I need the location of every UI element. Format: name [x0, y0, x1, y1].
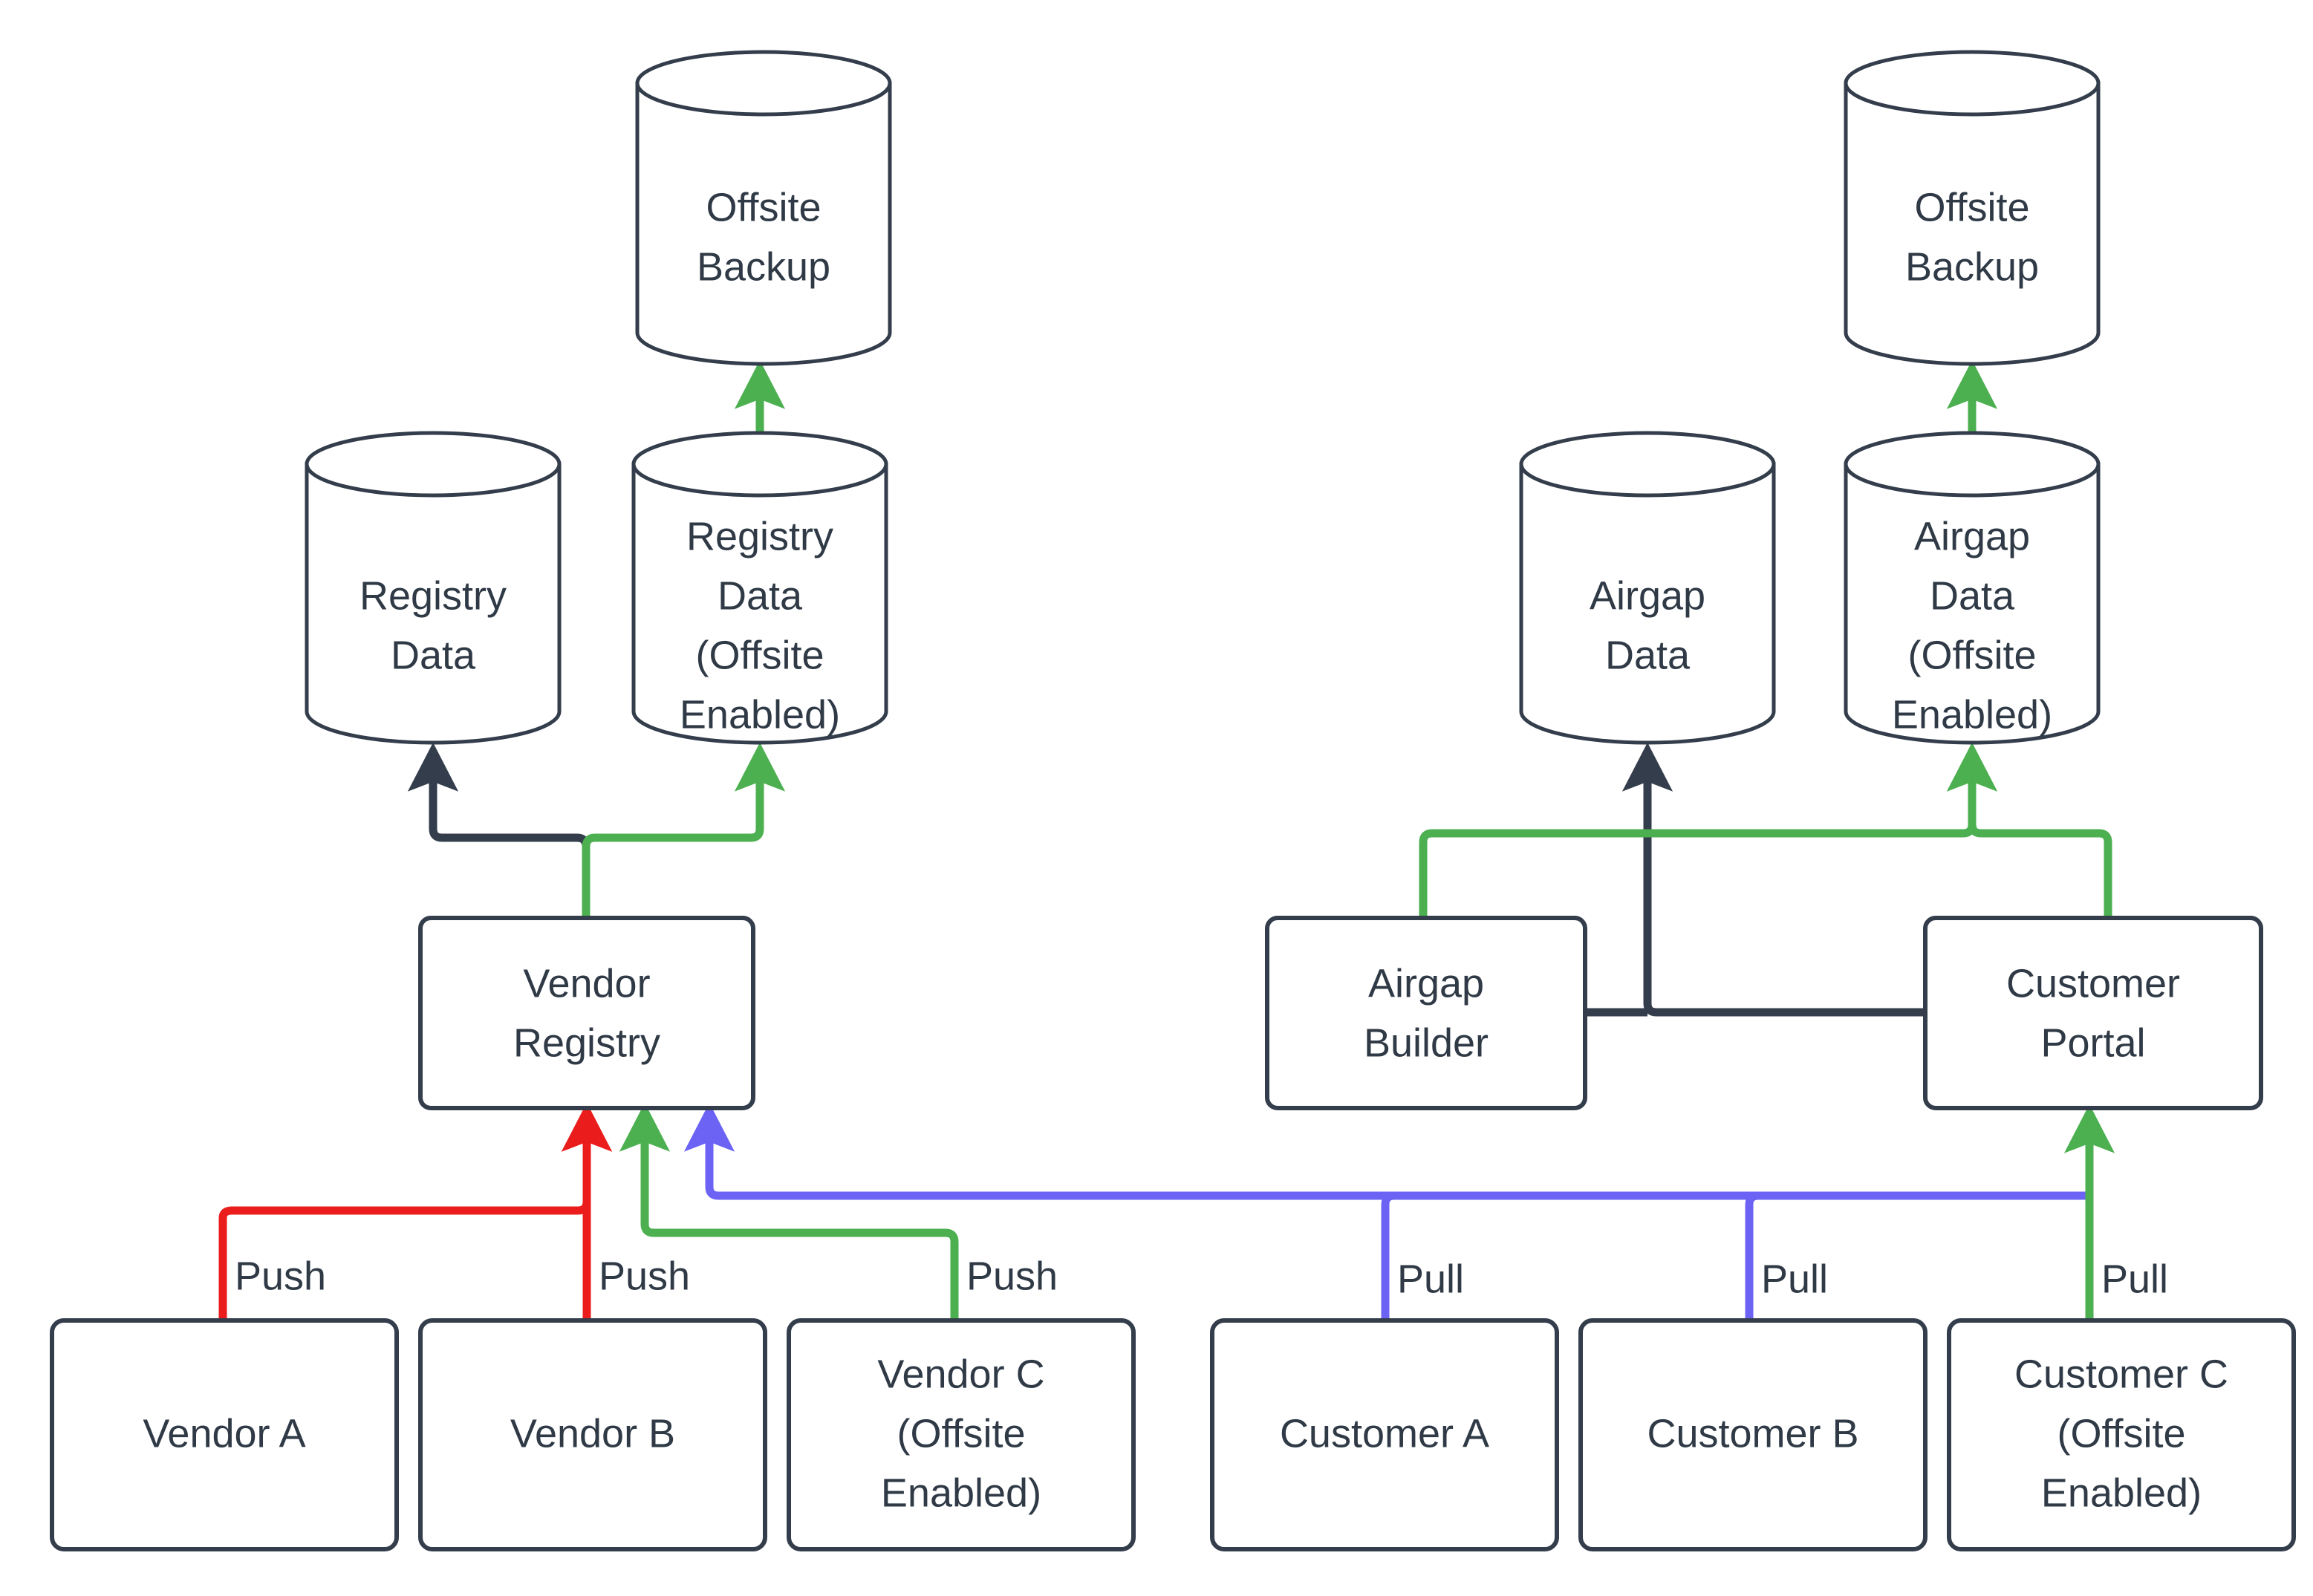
customer-portal-label-line1: Customer: [2006, 961, 2180, 1006]
registry-data-label-line1: Registry: [360, 573, 507, 618]
edge-customer-a-to-customer-portal: [1381, 1191, 2089, 1320]
edge-vendor-registry-to-registry-data: [407, 742, 591, 916]
registry-data-offsite-label-line1: Registry: [686, 514, 833, 558]
edge-label-customer-c-pull: Pull: [2101, 1257, 2168, 1301]
airgap-builder-label-line1: Airgap: [1368, 961, 1484, 1006]
edge-label-vendor-c-push: Push: [966, 1254, 1058, 1298]
node-offsite-backup-right: [1844, 50, 2101, 366]
airgap-data-offsite-label-line2: Data: [1930, 573, 2015, 618]
node-airgap-data-offsite: [1844, 431, 2101, 745]
node-vendor-registry: [418, 916, 755, 1110]
vendor-a-label: Vendor A: [143, 1411, 305, 1456]
vendor-c-label-line3: Enabled): [881, 1470, 1041, 1515]
node-customer-c: [1947, 1318, 2296, 1551]
edge-customer-portal-to-vendor-registry: [683, 1102, 2089, 1200]
edge-vendor-registry-to-registry-data-offsite: [582, 742, 786, 916]
edge-label-customer-a-pull: Pull: [1397, 1257, 1464, 1301]
edge-customer-b-to-customer-portal: [1745, 1191, 2089, 1320]
node-vendor-c: [787, 1318, 1136, 1551]
vendor-registry-label-line1: Vendor: [523, 961, 650, 1006]
registry-data-offsite-label-line3: (Offsite: [695, 633, 824, 677]
vendor-registry-label-line2: Registry: [513, 1020, 660, 1065]
customer-b-label: Customer B: [1647, 1411, 1858, 1456]
airgap-builder-label-line2: Builder: [1364, 1020, 1489, 1065]
edge-label-customer-b-pull: Pull: [1761, 1257, 1828, 1301]
edge-vendor-c-to-vendor-registry: [619, 1102, 959, 1320]
node-registry-data-offsite: [631, 431, 888, 745]
node-airgap-data: [1519, 431, 1776, 745]
airgap-data-offsite-label-line1: Airgap: [1914, 514, 2030, 558]
customer-c-label-line3: Enabled): [2041, 1470, 2202, 1515]
registry-data-label-line2: Data: [391, 633, 476, 677]
registry-data-offsite-label-line4: Enabled): [680, 692, 840, 737]
node-customer-b: [1578, 1318, 1928, 1551]
airgap-data-label-line2: Data: [1605, 633, 1691, 677]
node-customer-a: [1210, 1318, 1559, 1551]
vendor-b-label: Vendor B: [510, 1411, 675, 1456]
node-vendor-b: [418, 1318, 767, 1551]
offsite-backup-left-label-line1: Offsite: [706, 185, 821, 229]
airgap-data-label-line1: Airgap: [1590, 573, 1705, 618]
customer-c-label-line1: Customer C: [2014, 1352, 2228, 1396]
node-registry-data: [305, 431, 562, 745]
edge-airgap-builder-to-airgap-data-offsite: [1419, 742, 1998, 916]
customer-c-label-line2: (Offsite: [2057, 1411, 2185, 1456]
edge-customer-portal-to-airgap-data-offsite: [1946, 742, 2112, 916]
edge-customer-portal-to-airgap-data: [1621, 742, 1924, 1017]
customer-a-label: Customer A: [1280, 1411, 1489, 1456]
registry-data-offsite-label-line2: Data: [718, 573, 803, 618]
vendor-c-label-line2: (Offsite: [897, 1411, 1025, 1456]
node-airgap-builder: [1265, 916, 1587, 1110]
offsite-backup-right-label-line2: Backup: [1905, 244, 2039, 289]
node-offsite-backup-left: [635, 50, 892, 366]
edge-label-vendor-a-push: Push: [235, 1254, 326, 1298]
offsite-backup-left-label-line2: Backup: [697, 244, 830, 289]
vendor-c-label-line1: Vendor C: [877, 1352, 1044, 1396]
airgap-data-offsite-label-line4: Enabled): [1892, 692, 2052, 737]
airgap-data-offsite-label-line3: (Offsite: [1907, 633, 2036, 677]
edge-label-vendor-b-push: Push: [599, 1254, 690, 1298]
node-customer-portal: [1923, 916, 2263, 1110]
offsite-backup-right-label-line1: Offsite: [1914, 185, 2029, 229]
node-vendor-a: [50, 1318, 399, 1551]
customer-portal-label-line2: Portal: [2040, 1020, 2145, 1065]
